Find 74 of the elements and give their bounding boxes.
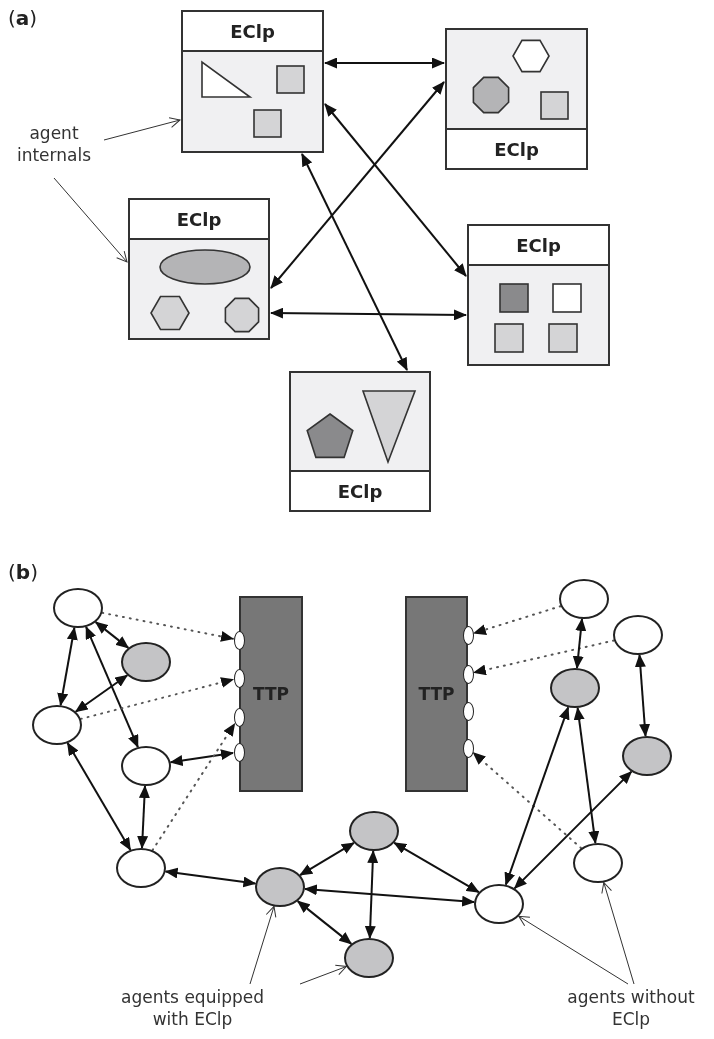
annotation-text: agents without EClp — [548, 986, 714, 1030]
dotted-arrow — [151, 722, 236, 852]
leader-line — [299, 964, 347, 985]
double-arrow — [270, 307, 467, 321]
double-arrow — [324, 103, 467, 277]
panel-label: (b) — [8, 560, 38, 584]
agent-node — [116, 848, 166, 888]
leader-line — [518, 915, 629, 985]
agent-node — [559, 579, 609, 619]
double-arrow — [301, 153, 408, 371]
port-node — [233, 707, 245, 727]
agent-node — [32, 705, 82, 745]
double-arrow — [634, 654, 651, 737]
agent-node — [573, 843, 623, 883]
double-arrow — [94, 621, 130, 649]
agent-box — [467, 224, 610, 366]
dotted-arrow — [79, 677, 235, 720]
agent-node — [474, 884, 524, 924]
double-arrow — [137, 785, 150, 849]
panel-label: (a) — [8, 6, 38, 30]
agent-box — [128, 198, 270, 340]
double-arrow — [504, 706, 570, 886]
agent-box — [181, 10, 324, 153]
port-node — [233, 668, 245, 688]
double-arrow — [74, 674, 129, 713]
double-arrow — [573, 706, 600, 845]
port-node — [462, 738, 474, 758]
agent-label: EClp — [447, 128, 586, 168]
annotation-text: agent internals — [4, 122, 104, 166]
leader-line — [103, 117, 181, 141]
ttp-bar: TTP — [239, 596, 303, 792]
double-arrow — [270, 81, 445, 289]
port-node — [462, 664, 474, 684]
agent-node — [613, 615, 663, 655]
leader-line — [249, 905, 277, 985]
agent-node — [53, 588, 103, 628]
ttp-bar: TTP — [405, 596, 468, 792]
double-arrow — [169, 749, 234, 766]
dotted-arrow — [472, 605, 562, 635]
port-node — [233, 742, 245, 762]
agent-node — [255, 867, 305, 907]
double-arrow — [296, 900, 353, 945]
double-arrow — [299, 841, 355, 877]
dotted-arrow — [472, 639, 615, 676]
double-arrow — [572, 617, 587, 670]
agent-node — [622, 736, 672, 776]
double-arrow — [324, 57, 445, 69]
port-node — [462, 701, 474, 721]
leader-line — [53, 177, 128, 263]
agent-label: EClp — [291, 470, 429, 510]
double-arrow — [303, 884, 476, 907]
double-arrow — [164, 867, 257, 888]
double-arrow — [393, 841, 480, 894]
annotation-text: agents equipped with EClp — [105, 986, 280, 1030]
double-arrow — [57, 626, 78, 707]
agent-box — [445, 28, 588, 170]
double-arrow — [66, 742, 132, 851]
leader-line — [601, 882, 635, 985]
dotted-arrow — [472, 751, 583, 850]
double-arrow — [364, 850, 379, 939]
agent-node — [121, 642, 171, 682]
agent-node — [121, 746, 171, 786]
agent-node — [344, 938, 394, 978]
agent-node — [349, 811, 399, 851]
port-node — [462, 625, 474, 645]
agent-label: EClp — [469, 226, 608, 266]
agent-label: EClp — [130, 200, 268, 240]
double-arrow — [513, 770, 633, 890]
dotted-arrow — [101, 611, 234, 642]
agent-label: EClp — [183, 12, 322, 52]
port-node — [233, 630, 245, 650]
agent-node — [550, 668, 600, 708]
double-arrow — [85, 625, 139, 749]
agent-box — [289, 371, 431, 512]
